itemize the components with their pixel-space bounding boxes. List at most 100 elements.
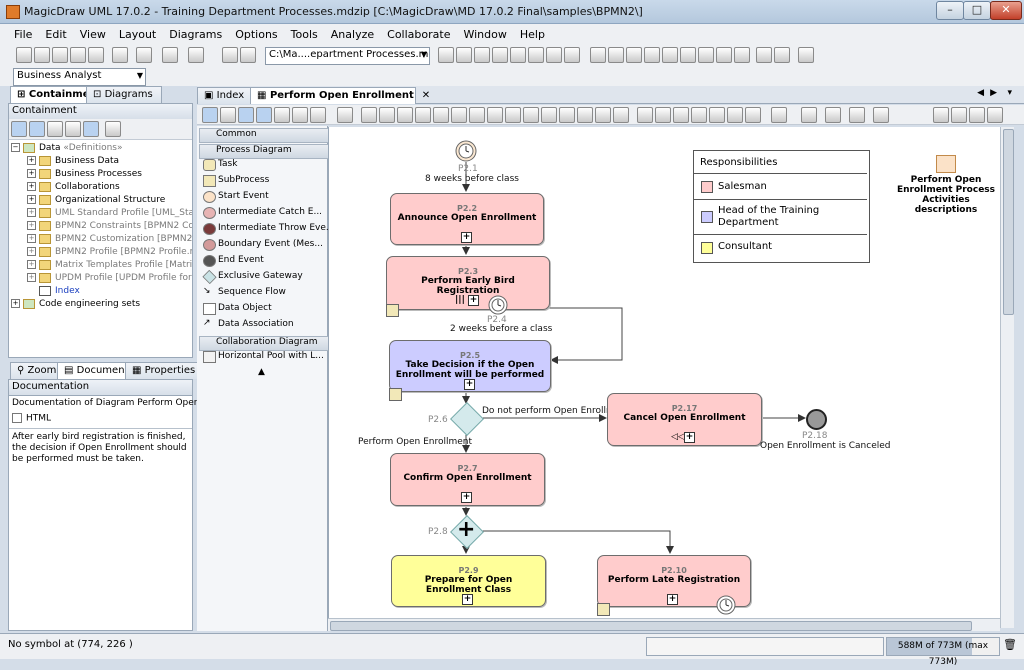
filter-icon[interactable] [65, 121, 81, 137]
vertical-scrollbar[interactable] [1000, 127, 1014, 628]
tree-item-index[interactable]: Index [39, 285, 80, 297]
subprocess-expand-icon[interactable]: + [461, 232, 472, 243]
palette-scroll-up-icon[interactable]: ▲ [258, 367, 265, 377]
maximize-button[interactable]: □ [963, 1, 991, 20]
menu-file[interactable]: File [14, 28, 32, 41]
path-icon[interactable] [691, 107, 707, 123]
subprocess-expand-icon[interactable]: + [464, 379, 475, 390]
diagram-icon[interactable] [608, 47, 624, 63]
timer-boundary-event-icon[interactable] [488, 295, 508, 315]
link-icon[interactable] [238, 107, 254, 123]
align-icon[interactable] [415, 107, 431, 123]
path-icon[interactable] [655, 107, 671, 123]
check-icon[interactable] [240, 47, 256, 63]
pen-color-icon[interactable] [825, 107, 841, 123]
palette-task[interactable]: Task▶ [201, 157, 342, 172]
diagram-icon[interactable] [510, 47, 526, 63]
palette-data-object[interactable]: Data Object▶ [201, 301, 342, 316]
subprocess-expand-icon[interactable]: + [461, 492, 472, 503]
tree-item[interactable]: +BPMN2 Profile [BPMN2 Profile.mdzip [27, 246, 192, 258]
horizontal-scrollbar[interactable] [328, 618, 1000, 631]
diagram-icon[interactable] [456, 47, 472, 63]
palette-group-common[interactable]: Common [199, 128, 345, 143]
align-icon[interactable] [613, 107, 629, 123]
task-announce-open-enrollment[interactable]: P2.2Announce Open Enrollment + [390, 193, 544, 245]
subprocess-expand-icon[interactable]: + [462, 594, 473, 605]
palette-horizontal-pool[interactable]: Horizontal Pool with L...▶ [201, 349, 342, 364]
diagram-icon[interactable] [626, 47, 642, 63]
delete-icon[interactable] [987, 107, 1003, 123]
tree-item[interactable]: +Organizational Structure [27, 194, 165, 206]
cut-icon[interactable] [933, 107, 949, 123]
tree-item[interactable]: +BPMN2 Customization [BPMN2 Custo [27, 233, 192, 245]
memory-indicator[interactable]: 588M of 773M (max 773M) [886, 637, 1000, 656]
tab-properties[interactable]: ▦ Properties [125, 362, 202, 379]
collapse-icon[interactable] [29, 121, 45, 137]
task-confirm-open-enrollment[interactable]: P2.7Confirm Open Enrollment + [390, 453, 545, 506]
palette-exclusive-gateway[interactable]: Exclusive Gateway▶ [201, 269, 342, 284]
copy-icon[interactable] [951, 107, 967, 123]
minimize-button[interactable]: – [936, 1, 964, 20]
subprocess-expand-icon[interactable]: + [667, 594, 678, 605]
save-all-icon[interactable] [70, 47, 86, 63]
tab-next-icon[interactable]: ▶ [990, 88, 997, 98]
path-icon[interactable] [745, 107, 761, 123]
show-icon[interactable] [83, 121, 99, 137]
tree-item[interactable]: +UPDM Profile [UPDM Profile for BPM [27, 272, 192, 284]
menu-options[interactable]: Options [235, 28, 277, 41]
diagram-icon[interactable] [590, 47, 606, 63]
palette-end-event[interactable]: End Event▶ [201, 253, 342, 268]
align-icon[interactable] [487, 107, 503, 123]
menu-analyze[interactable]: Analyze [331, 28, 374, 41]
path-icon[interactable] [709, 107, 725, 123]
fill-color-icon[interactable] [801, 107, 817, 123]
subprocess-expand-icon[interactable]: + [684, 432, 695, 443]
process-descriptions-link[interactable]: Perform Open Enrollment Process Activiti… [895, 175, 997, 215]
tab-containment[interactable]: ⊞ Containment [10, 86, 97, 103]
window-icon[interactable] [798, 47, 814, 63]
garbage-collect-icon[interactable]: 🗑 [1003, 638, 1017, 651]
marquee-icon[interactable] [220, 107, 236, 123]
palette-sequence-flow[interactable]: ↘Sequence Flow [201, 285, 342, 300]
perspective-combo[interactable]: Business Analyst▼ [13, 68, 146, 86]
lock-icon[interactable] [873, 107, 889, 123]
align-icon[interactable] [451, 107, 467, 123]
tab-perform-open-enrollment[interactable]: ▦ Perform Open Enrollment✕ [250, 87, 416, 104]
path-icon[interactable] [673, 107, 689, 123]
model-icon[interactable] [188, 47, 204, 63]
align-icon[interactable] [397, 107, 413, 123]
connector-icon[interactable] [256, 107, 272, 123]
path-icon[interactable] [727, 107, 743, 123]
tab-prev-icon[interactable]: ◀ [977, 88, 984, 98]
diagram-icon[interactable] [492, 47, 508, 63]
new-project-icon[interactable] [16, 47, 32, 63]
menu-tools[interactable]: Tools [291, 28, 318, 41]
diagram-icon[interactable] [644, 47, 660, 63]
palette-subprocess[interactable]: SubProcess▶ [201, 173, 342, 188]
tab-list-icon[interactable]: ▾ [1007, 88, 1012, 98]
task-perform-early-bird-registration[interactable]: P2.3Perform Early Bird Registration ||| … [386, 256, 550, 310]
end-event[interactable] [806, 409, 827, 430]
menu-view[interactable]: View [80, 28, 106, 41]
palette-start-event[interactable]: Start Event▶ [201, 189, 342, 204]
responsibilities-legend[interactable]: Responsibilities Salesman Head of the Tr… [693, 150, 870, 263]
save-icon[interactable] [52, 47, 68, 63]
project-combo[interactable]: C:\Ma....epartment Processes.mdzip▼ [265, 47, 430, 65]
timer-boundary-event-icon[interactable] [716, 595, 736, 615]
tab-diagrams[interactable]: ⊡ Diagrams [86, 86, 162, 103]
align-icon[interactable] [577, 107, 593, 123]
align-icon[interactable] [361, 107, 377, 123]
zoom-icon[interactable] [771, 107, 787, 123]
open-project-icon[interactable] [34, 47, 50, 63]
palette-data-association[interactable]: ↗Data Association [201, 317, 342, 332]
diagram-icon[interactable] [698, 47, 714, 63]
diagram-icon[interactable] [546, 47, 562, 63]
align-icon[interactable] [523, 107, 539, 123]
close-button[interactable]: ✕ [990, 1, 1022, 20]
navigate-icon[interactable] [774, 47, 790, 63]
layout-icon[interactable] [337, 107, 353, 123]
diagram-icon[interactable] [438, 47, 454, 63]
scroll-thumb[interactable] [1003, 129, 1014, 315]
diagram-icon[interactable] [564, 47, 580, 63]
undo-icon[interactable] [136, 47, 152, 63]
